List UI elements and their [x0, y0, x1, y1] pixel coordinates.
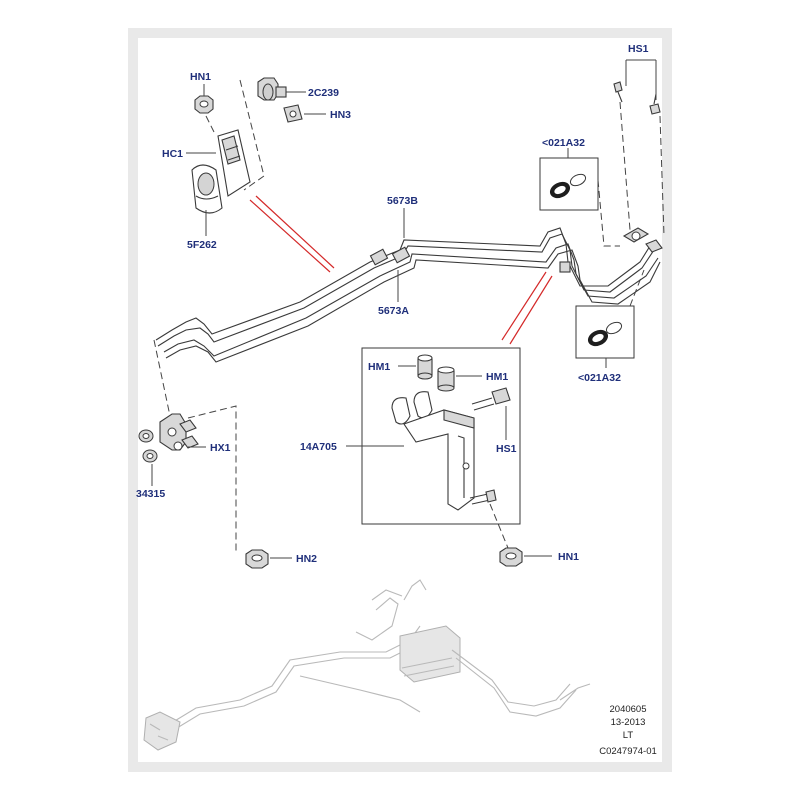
- hx1-bracket[interactable]: [159, 413, 199, 451]
- label-hx1: HX1: [210, 442, 231, 454]
- hn1-guide-line: [205, 115, 215, 133]
- hs1-guide-line-b: [659, 115, 665, 237]
- label-hs1-top: HS1: [628, 43, 649, 55]
- vehicle-underbody-ghost: [143, 579, 591, 751]
- label-hn2: HN2: [296, 553, 317, 565]
- hs1-mid-bolt[interactable]: [471, 387, 511, 411]
- label-5673a: 5673A: [378, 305, 409, 317]
- hm1-left-grommet[interactable]: [417, 354, 433, 380]
- 14a705-bracket[interactable]: [391, 391, 475, 511]
- label-hn3: HN3: [330, 109, 351, 121]
- reference-line-2: 13-2013: [611, 717, 646, 728]
- callout-line-upper-left: [249, 195, 335, 273]
- seal-bottom-guide-line: [629, 269, 645, 307]
- hx1-guide-line: [187, 405, 237, 552]
- 5673b-brake-pipe[interactable]: [155, 227, 655, 347]
- label-5f262: 5F262: [187, 239, 217, 251]
- pipe-end-connector[interactable]: [622, 227, 663, 253]
- 5f262-insulator[interactable]: [191, 164, 223, 214]
- reference-line-1: 2040605: [610, 704, 647, 715]
- 021a32-seal-bottom-box[interactable]: [575, 305, 635, 359]
- seal-top-guide-line: [597, 179, 620, 247]
- left-pipe-guide-line: [153, 339, 171, 417]
- hm1-right-grommet[interactable]: [437, 366, 455, 392]
- hn1-top-nut[interactable]: [194, 95, 214, 114]
- label-021a32-bottom: <021A32: [578, 372, 621, 384]
- 5673a-brake-pipe[interactable]: [163, 243, 661, 363]
- 34315-grommet-upper[interactable]: [138, 429, 154, 443]
- label-hc1: HC1: [162, 148, 183, 160]
- reference-line-3: LT: [623, 730, 634, 741]
- hs1-top-bolt-left[interactable]: [613, 81, 623, 103]
- label-hm1-right: HM1: [486, 371, 508, 383]
- label-34315: 34315: [136, 488, 165, 500]
- label-hn1-top: HN1: [190, 71, 211, 83]
- 34315-grommet-lower[interactable]: [142, 449, 158, 463]
- label-14a705: 14A705: [300, 441, 337, 453]
- 021a32-seal-top-box[interactable]: [539, 157, 599, 211]
- label-hm1-left: HM1: [368, 361, 390, 373]
- stud-bolt[interactable]: [469, 489, 497, 505]
- 2c239-guide-line: [239, 79, 265, 191]
- label-2c239: 2C239: [308, 87, 339, 99]
- label-021a32-top: <021A32: [542, 137, 585, 149]
- hn2-nut[interactable]: [245, 549, 269, 569]
- hn3-clip[interactable]: [283, 104, 303, 123]
- label-hn1-bottom: HN1: [558, 551, 579, 563]
- callout-line-right: [501, 271, 553, 345]
- label-hs1-mid: HS1: [496, 443, 517, 455]
- hn1-bottom-guide-line: [489, 503, 509, 549]
- hn1-bottom-nut[interactable]: [499, 547, 523, 567]
- reference-line-4: C0247974-01: [599, 746, 657, 757]
- hc1-clip[interactable]: [217, 129, 251, 197]
- label-5673b: 5673B: [387, 195, 418, 207]
- pipe-union-fitting[interactable]: [369, 246, 571, 273]
